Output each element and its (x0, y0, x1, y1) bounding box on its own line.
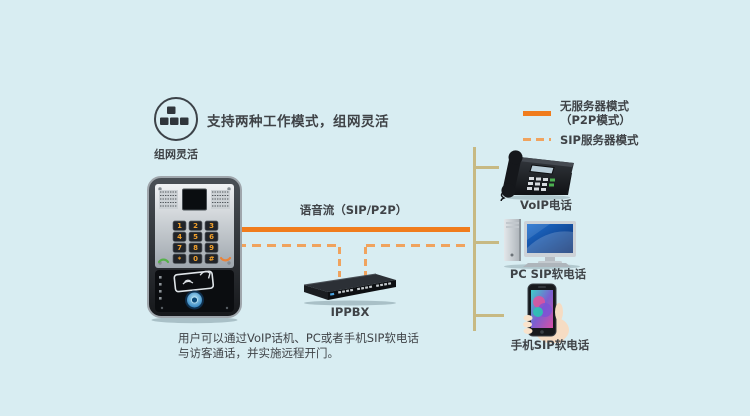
svg-text:5: 5 (193, 233, 198, 241)
ippbx-label: IPPBX (330, 305, 370, 319)
speaker-grille-right (211, 190, 230, 209)
legend-solid-line-swatch (523, 110, 551, 116)
sip-drop-to-ippbx-left (338, 247, 341, 277)
svg-text:4: 4 (177, 233, 182, 241)
svg-text:6: 6 (209, 233, 214, 241)
keypad: 1 2 3 4 5 6 7 8 9 * 0 # (172, 220, 219, 264)
mobile-phone-image (514, 282, 574, 348)
legend-dashed-line-swatch (523, 138, 551, 142)
voice-flow-label: 语音流（SIP/P2P） (299, 203, 408, 217)
call-icon (157, 258, 170, 264)
legend-row-sip: SIP服务器模式 (523, 133, 639, 147)
feature-icon-caption: 组网灵活 (154, 148, 198, 161)
description-line2: 与访客通话，并实施远程开门。 (178, 346, 339, 360)
hangup-icon (219, 256, 232, 262)
svg-text:7: 7 (177, 244, 182, 252)
rfid-card-icon (173, 270, 215, 293)
branch-to-voip-phone (473, 166, 499, 169)
svg-text:9: 9 (209, 244, 214, 252)
legend-p2p-line1: 无服务器模式 (560, 99, 629, 113)
page-title: 支持两种工作模式，组网灵活 (207, 114, 389, 130)
sip-drop-to-ippbx-right (364, 247, 367, 277)
endpoint-bus-line (473, 147, 476, 331)
svg-text:3: 3 (209, 222, 214, 230)
legend-sip-label: SIP服务器模式 (560, 132, 639, 147)
branch-to-mobile (473, 314, 504, 317)
voip-phone-label: VoIP电话 (520, 198, 572, 212)
svg-text:2: 2 (193, 222, 198, 230)
camera-window (182, 188, 207, 211)
branch-to-pc (473, 241, 499, 244)
pc-image (498, 217, 580, 273)
sip-flow-line-right (366, 244, 470, 247)
voip-phone-image (496, 147, 580, 205)
pc-softphone-label: PC SIP软电话 (509, 267, 587, 281)
svg-text:8: 8 (193, 244, 198, 252)
svg-text:0: 0 (193, 255, 198, 263)
svg-text:#: # (209, 255, 215, 263)
legend-p2p-label: 无服务器模式 （P2P模式） (560, 99, 631, 128)
p2p-flow-line (237, 227, 470, 232)
sip-flow-line-left (237, 244, 341, 247)
mobile-softphone-label: 手机SIP软电话 (510, 338, 590, 352)
description-line1: 用户可以通过VoIP话机、PC或者手机SIP软电话 (178, 331, 419, 345)
legend-row-p2p: 无服务器模式 （P2P模式） (523, 99, 639, 128)
description-text: 用户可以通过VoIP话机、PC或者手机SIP软电话 与访客通话，并实施远程开门。 (178, 331, 419, 361)
speaker-grille-left (159, 190, 178, 209)
legend: 无服务器模式 （P2P模式） SIP服务器模式 (523, 99, 639, 152)
ippbx-image (300, 271, 400, 311)
svg-text:1: 1 (177, 222, 182, 230)
door-phone-image: 1 2 3 4 5 6 7 8 9 * 0 # (146, 176, 243, 328)
svg-text:*: * (178, 256, 182, 264)
network-blocks-icon (153, 96, 199, 146)
legend-p2p-line2: （P2P模式） (560, 113, 631, 128)
status-icons (159, 276, 162, 300)
